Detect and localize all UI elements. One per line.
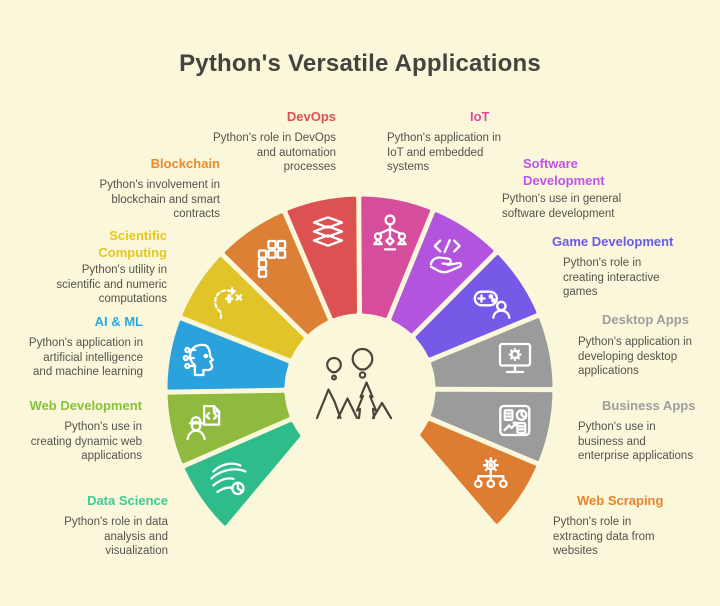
section-game-development-label: Game Development [552,234,674,249]
section-ai-ml-label: AI & ML [94,314,143,329]
section-devops-label: DevOps [286,109,336,124]
section-software-development-label: Software Development [523,156,605,188]
section-scientific-computing-label: Scientific Computing [98,228,167,260]
wedge-datascience [185,421,301,526]
wedge-webscraping [420,421,536,524]
wedge-aiml [167,320,289,390]
section-game-development-description: Python's role in creating interactive ga… [563,257,660,299]
section-data-science-description: Python's role in data analysis and visua… [64,516,168,558]
wedge-iot [361,196,431,318]
section-business-apps-label: Business Apps [602,398,696,413]
blocks-icon [257,239,287,278]
stack-icon [312,216,344,247]
wedge-blockchain [224,213,328,334]
section-devops-description: Python's role in DevOps and automation p… [212,132,336,174]
network-balance-icon [373,214,407,251]
monitor-gear-icon [498,342,532,374]
section-desktop-apps-label: Desktop Apps [602,312,689,327]
section-web-development-description: Python's use in creating dynamic web app… [30,421,142,463]
wedge-webdev [167,392,290,464]
hand-code-icon [429,239,463,274]
wind-pie-icon [210,462,247,496]
section-web-development-label: Web Development [29,398,142,413]
page-title: Python's Versatile Applications [179,50,541,77]
builder-code-icon [186,404,221,441]
section-blockchain-description: Python's involvement in blockchain and s… [99,179,220,221]
section-web-scraping-label: Web Scraping [577,493,664,508]
wedge-desktop [431,318,553,388]
landscape-balloons-icon [315,347,393,420]
section-ai-ml-description: Python's application in artificial intel… [28,337,143,379]
wedge-gamedev [415,255,537,358]
wedge-devops [287,196,357,319]
math-head-icon [214,287,243,320]
section-business-apps-description: Python's use in business and enterprise … [578,421,694,463]
section-blockchain-label: Blockchain [150,156,220,171]
wedge-scientific [182,256,304,359]
gamepad-person-icon [473,290,511,319]
section-desktop-apps-description: Python's application in developing deskt… [578,336,693,378]
section-web-scraping-description: Python's role in extracting data from we… [553,516,655,558]
gear-tree-icon [473,457,508,489]
dashboard-icon [499,404,531,437]
section-iot-description: Python's application in IoT and embedded… [387,132,502,174]
section-scientific-computing-description: Python's utility in scientific and numer… [56,264,167,306]
section-iot-label: IoT [470,109,490,124]
ai-head-icon [182,343,215,377]
section-data-science-label: Data Science [87,493,168,508]
section-software-development-description: Python's use in general software develop… [502,193,622,220]
